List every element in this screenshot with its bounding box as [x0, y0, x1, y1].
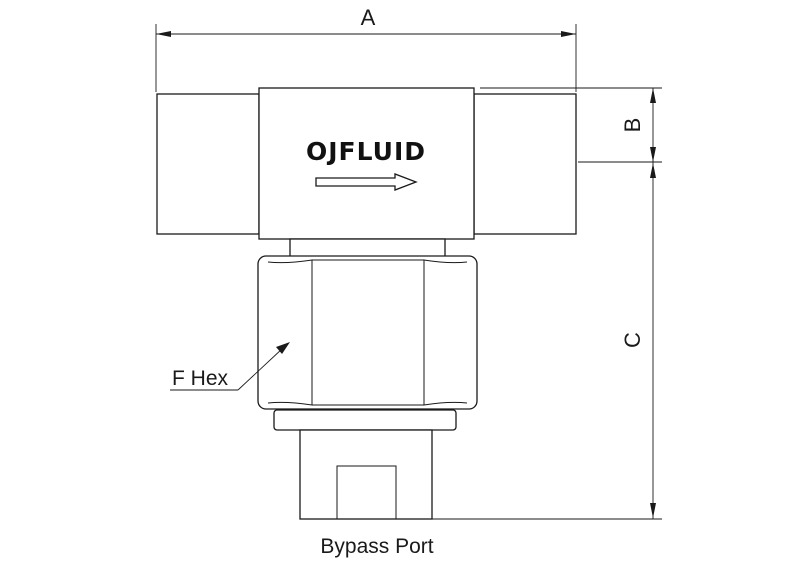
lower-collar	[273, 409, 457, 431]
right-pipe-end	[473, 93, 577, 235]
body-neck	[289, 238, 446, 258]
dimension-a-right-arrow	[561, 31, 576, 37]
hex-callout-label: F Hex	[172, 367, 229, 390]
hex-nut	[257, 255, 478, 410]
dimension-a-label: A	[361, 5, 376, 30]
hex-callout: F Hex	[170, 342, 290, 391]
dimension-a: A	[155, 5, 577, 92]
dimension-b-bottom-arrow	[650, 147, 656, 162]
dimension-b-label: B	[620, 118, 645, 133]
dimension-b-top-arrow	[650, 88, 656, 103]
dimension-a-left-arrow	[156, 31, 171, 37]
valve-body	[258, 87, 475, 240]
dimension-c-top-arrow	[650, 163, 656, 178]
left-pipe-end	[156, 93, 260, 235]
dimension-b: B	[480, 87, 662, 163]
flow-arrow-icon	[315, 173, 418, 191]
bypass-port	[299, 429, 433, 520]
brand-label: OJFLUID	[306, 137, 426, 166]
dimension-c-label: C	[620, 332, 645, 348]
hex-callout-arrow	[276, 342, 290, 354]
dimension-c-bottom-arrow	[650, 503, 656, 518]
dimension-c: C	[432, 162, 662, 520]
bypass-port-caption: Bypass Port	[320, 535, 433, 558]
